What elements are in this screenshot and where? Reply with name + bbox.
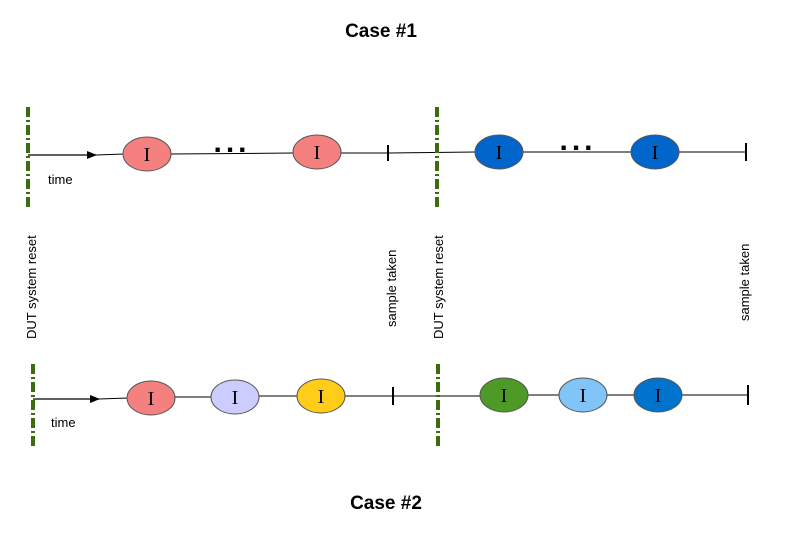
case1-edge [387, 151, 477, 154]
case1-ellipsis-2: ... [559, 124, 596, 157]
svg-text:I: I [148, 388, 155, 410]
case1-time-label: time [48, 172, 73, 187]
svg-text:I: I [318, 386, 325, 408]
sample-label-1: sample taken [384, 250, 399, 327]
svg-text:I: I [652, 142, 659, 164]
case2-node: I [479, 377, 529, 413]
svg-text:I: I [655, 385, 662, 407]
case2-node: I [558, 377, 608, 413]
case1-title: Case #1 [345, 21, 417, 42]
case1-ellipsis-1: ... [213, 126, 250, 159]
case2-node: I [296, 378, 346, 414]
case1-timeline [28, 143, 747, 161]
case1-node: I [630, 134, 680, 170]
case2-title: Case #2 [350, 493, 422, 514]
svg-text:I: I [232, 387, 239, 409]
svg-text:I: I [314, 142, 321, 164]
case2-node: I [126, 380, 176, 416]
reset-label-1: DUT system reset [24, 235, 39, 339]
case2-edge [98, 397, 129, 400]
sample-label-2: sample taken [737, 244, 752, 321]
case1-edge [95, 153, 125, 156]
svg-text:I: I [501, 385, 508, 407]
svg-text:I: I [580, 385, 587, 407]
case1-node: I [292, 134, 342, 170]
case2-node: I [210, 379, 260, 415]
svg-text:I: I [144, 144, 151, 166]
case1-node: I [122, 136, 172, 172]
svg-text:I: I [496, 142, 503, 164]
case1-node: I [474, 134, 524, 170]
reset-label-2: DUT system reset [431, 235, 446, 339]
case2-time-label: time [51, 415, 76, 430]
case2-timeline [33, 385, 749, 405]
case2-node: I [633, 377, 683, 413]
case1-edge [170, 152, 295, 155]
